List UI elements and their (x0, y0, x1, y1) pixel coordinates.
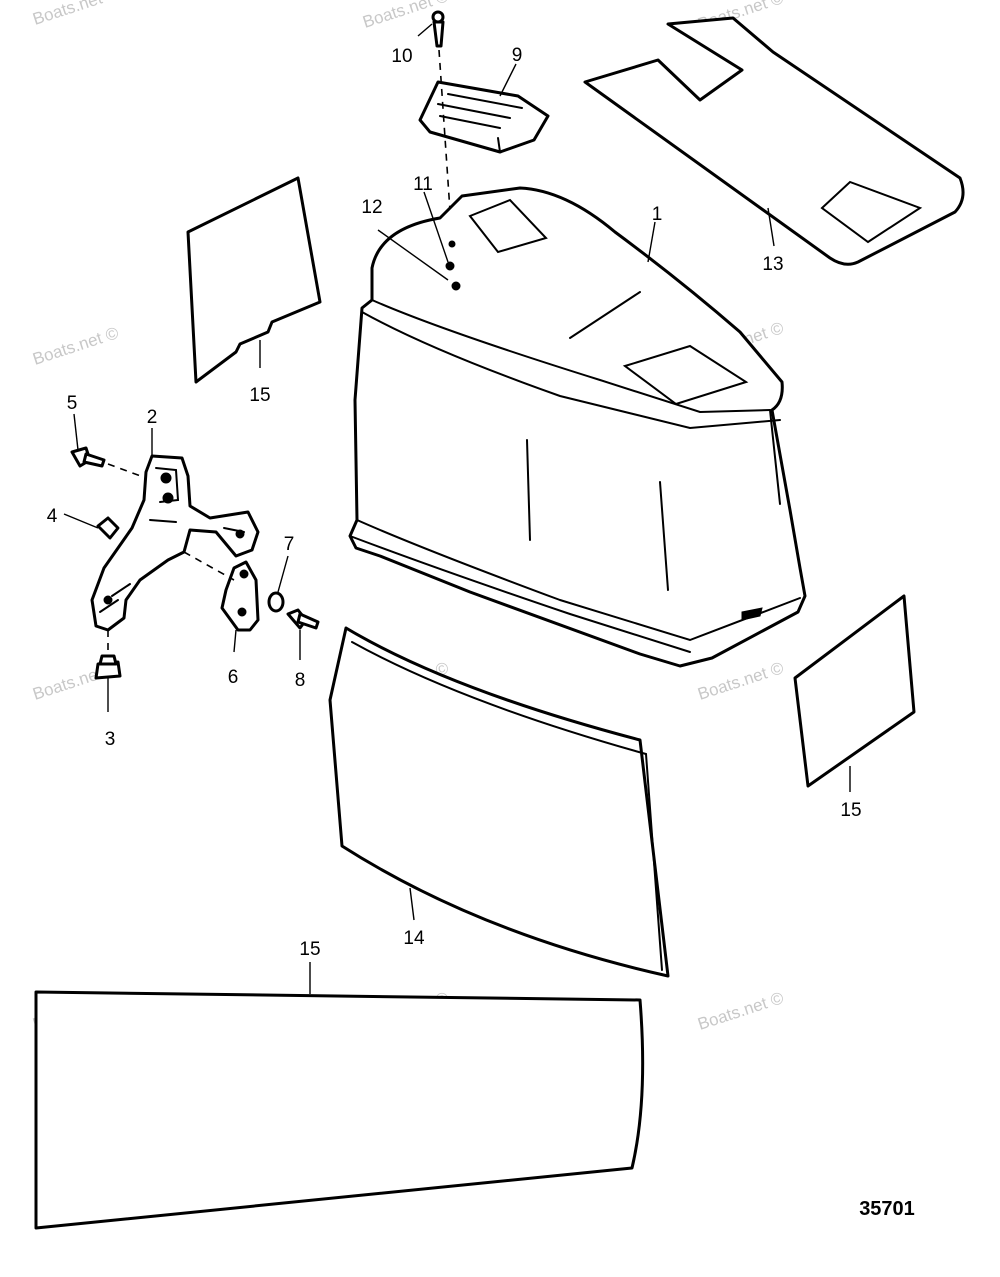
grommet-part (94, 630, 122, 680)
diagram-reference-number: 35701 (859, 1198, 915, 1220)
side-decal-right-part (793, 594, 916, 788)
side-decal-upper-part (186, 176, 322, 384)
leader-lines (63, 23, 851, 994)
callout-2: 2 (147, 407, 158, 428)
callout-8: 8 (295, 670, 306, 691)
callout-14: 14 (403, 928, 425, 949)
callout-6: 6 (228, 667, 239, 688)
callout-3: 3 (105, 729, 116, 750)
watermark: Boats.net © (30, 323, 121, 369)
callout-5: 5 (67, 393, 78, 414)
washer-part (267, 591, 285, 613)
clip-part (96, 516, 120, 540)
callout-4: 4 (47, 506, 58, 527)
top-decal-part (583, 16, 965, 266)
bottom-decal-part (34, 990, 645, 1230)
callout-13: 13 (762, 254, 783, 275)
latch-part (183, 551, 260, 632)
callout-15-bottom: 15 (299, 939, 320, 960)
callout-15-upper: 15 (249, 385, 270, 406)
callout-1: 1 (652, 204, 663, 225)
callout-15-right: 15 (840, 800, 861, 821)
callout-9: 9 (512, 45, 523, 66)
watermark: Boats.net © (30, 0, 121, 29)
callout-7: 7 (284, 534, 295, 555)
bracket-part (90, 454, 260, 632)
bolt-lower-part (286, 608, 320, 630)
cover-plate-part (418, 80, 550, 154)
front-decal-part (328, 626, 670, 978)
watermark: Boats.net © (695, 988, 786, 1034)
watermark: Boats.net © (695, 658, 786, 704)
callout-12: 12 (361, 197, 382, 218)
callout-labels: 1 2 3 4 5 6 7 8 9 10 11 12 13 14 15 15 1… (47, 45, 862, 960)
top-cowl-part (348, 186, 807, 668)
callout-11: 11 (413, 174, 433, 195)
callout-10: 10 (391, 46, 412, 67)
bolt-upper-part (70, 446, 147, 479)
